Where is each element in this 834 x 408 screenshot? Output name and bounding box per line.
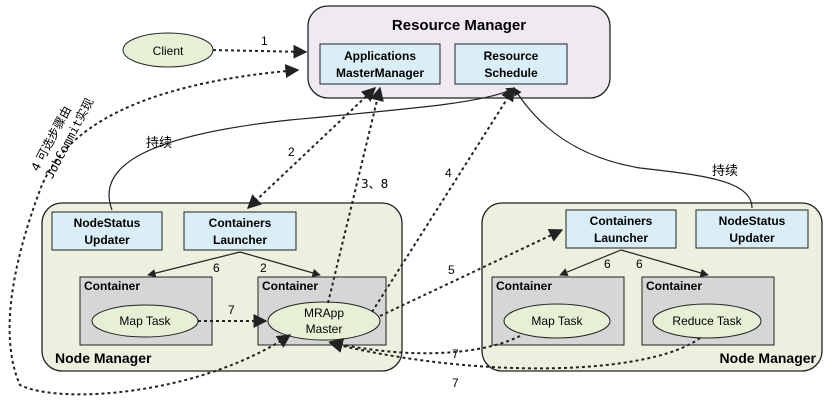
node-manager-right-title: Node Manager [720,350,817,366]
edge-label-5: 5 [448,263,455,277]
edge-4-optional-jobcommit [8,64,300,396]
edge-heartbeat-right [513,87,753,209]
node-status-updater-left-line2: Updater [84,233,130,247]
edge-label-6-left: 6 [213,261,220,275]
applications-master-manager-line2: MasterManager [336,66,424,80]
node-manager-left-title: Node Manager [55,350,152,366]
edge-label-6-right-a: 6 [604,257,611,271]
edge-label-4: 4 [445,166,452,180]
mrapp-master-line1: MRApp [304,306,344,320]
containers-launcher-right-line2: Launcher [594,231,648,245]
edge-2-rm-to-launcher [246,87,377,209]
edge-label-6-right-b: 6 [636,257,643,271]
container-left-2-title: Container [262,279,318,293]
map-task-left-label: Map Task [119,314,171,328]
node-status-updater-left-line1: NodeStatus [74,216,141,230]
resource-schedule-line2: Schedule [484,66,538,80]
heartbeat-label-right: 持续 [712,164,738,179]
container-left-1-title: Container [84,279,140,293]
reduce-task-node [652,303,762,339]
client-label: Client [153,44,184,58]
heartbeat-label-left: 持续 [146,136,172,151]
containers-launcher-left-line2: Launcher [213,233,267,247]
container-right-2-title: Container [646,279,702,293]
edge-label-2-top: 2 [288,145,295,159]
edge-label-3-8: 3、8 [361,177,388,191]
applications-master-manager-box [319,43,441,85]
node-status-updater-right-line1: NodeStatus [719,214,786,228]
resource-manager-title: Resource Manager [392,17,526,34]
node-status-updater-right-box [695,209,809,249]
edge-4-mrapp-to-schedule [371,86,515,313]
edge-1-client-to-rm [212,44,308,59]
containers-launcher-left-line1: Containers [209,216,272,230]
edge-3-8-mrapp-to-rm [327,86,384,304]
edge-7-reducetask-to-mrapp [328,337,701,370]
map-task-right-node [503,303,611,339]
edge-label-7-left: 7 [228,303,235,317]
edge-label-7-bottom: 7 [452,376,459,390]
applications-master-manager-line1: Applications [344,49,416,63]
edge-7-right-maptask-to-mrapp [328,335,521,355]
edge-launcher-to-maptask-right [559,249,622,277]
map-task-right-label: Map Task [531,314,583,328]
mrapp-master-line2: Master [306,322,343,336]
edge-launcher-to-maptask-left [147,251,241,278]
containers-launcher-right-line1: Containers [590,214,653,228]
reduce-task-label: Reduce Task [672,314,742,328]
containers-launcher-right-box [565,209,677,249]
node-status-updater-left-box [51,211,163,251]
edge-label-2-bottom: 2 [260,261,267,275]
node-status-updater-right-line2: Updater [729,231,775,245]
jobcommit-rotated-note: 4 可选步骤由 JobCommit实现 [28,95,96,181]
edge-label-7-mid: 7 [452,347,459,361]
resource-schedule-line1: Resource [484,49,539,63]
container-right-1-title: Container [496,279,552,293]
resource-schedule-box [454,43,568,85]
edge-launcher-to-reducetask [620,249,709,277]
edge-label-1: 1 [261,34,268,48]
